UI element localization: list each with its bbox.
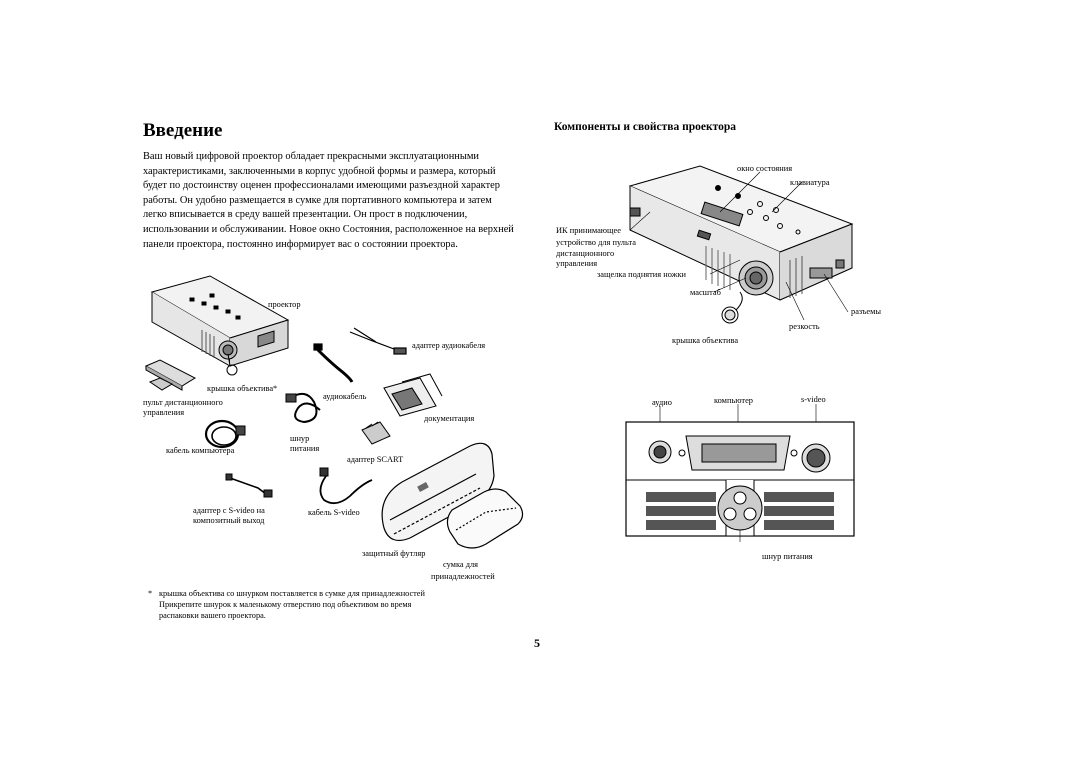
label-scart-adapter: адаптер SCART [347, 455, 404, 464]
package-contents-illustration [144, 275, 524, 549]
audio-jack [648, 440, 672, 464]
footnote-line-2: Прикрепите шнурок к маленькому отверстию… [159, 600, 412, 609]
svideo-connector [801, 443, 831, 473]
intro-paragraph: Ваш новый цифровой проектор обладает пре… [143, 151, 514, 250]
audio-adapter-drawing [313, 327, 407, 383]
label-power-cord-right: шнур питания [762, 552, 813, 561]
section-title-components: Компоненты и свойства проектора [554, 121, 736, 133]
accessory-bag-drawing [446, 488, 524, 549]
page-number: 5 [534, 636, 540, 650]
power-cord-drawing [285, 392, 321, 424]
label-audio-adapter: адаптер аудиокабеля [412, 341, 486, 350]
label-zoom: масштаб [690, 288, 721, 297]
label-computer-cable: кабель компьютера [166, 446, 235, 455]
vent-grille [646, 492, 834, 530]
projector-features-illustration [628, 165, 854, 324]
label-focus: резкость [789, 322, 820, 331]
footnote: * крышка объектива со шнурком поставляет… [148, 588, 528, 621]
label-keypad: клавиатура [790, 178, 830, 187]
hard-case-drawing [381, 442, 495, 541]
label-hard-case: защитный футляр [362, 549, 426, 558]
computer-cable-drawing [204, 419, 246, 449]
documentation-drawing [383, 373, 443, 417]
label-lens-cap: крышка объектива* [207, 384, 278, 393]
label-audio-cable: аудиокабель [323, 392, 367, 401]
label-accessory-bag-1: сумка для [443, 560, 479, 569]
section-title-introduction: Введение [143, 120, 223, 141]
label-svideo: s-video [801, 395, 826, 404]
remote-drawing [144, 359, 197, 391]
svideo-adapter-drawing [225, 473, 273, 498]
label-remote-1: пульт дистанционного [143, 398, 223, 407]
label-projector: проектор [268, 300, 301, 309]
dvi-connector [678, 435, 798, 471]
footnote-line-1: крышка объектива со шнурком поставляется… [159, 589, 425, 598]
label-svideo-cable: кабель S-video [308, 508, 360, 517]
label-ir-3: дистанционного [556, 249, 615, 258]
scart-adapter-drawing [361, 421, 391, 445]
label-power-cord-1: шнур [290, 434, 310, 443]
projector-drawing [150, 275, 290, 376]
label-lens-cap-right: крышка объектива [672, 336, 739, 345]
label-ir-4: управления [556, 259, 598, 268]
label-svideo-adapter-2: композитный выход [193, 516, 265, 525]
label-ir-2: устройство для пульта [556, 238, 636, 247]
label-connectors: разъемы [851, 307, 882, 316]
svideo-cable-drawing [319, 467, 373, 505]
connector-panel-illustration [625, 404, 855, 542]
label-power-cord-2: питания [290, 444, 320, 453]
footnote-star: * [148, 589, 153, 598]
label-computer: компьютер [714, 396, 753, 405]
label-audio: аудио [652, 398, 672, 407]
label-accessory-bag-2: принадлежностей [431, 572, 495, 581]
label-remote-2: управления [143, 408, 185, 417]
power-socket [717, 480, 763, 537]
label-svideo-adapter-1: адаптер с S-video на [193, 506, 265, 515]
label-documentation: документация [424, 414, 475, 423]
label-foot-latch: защелка поднятия ножки [597, 270, 687, 279]
label-status-window: окно состояния [737, 164, 793, 173]
label-ir-1: ИК принимающее [556, 226, 621, 235]
footnote-line-3: распаковки вашего проектора. [159, 611, 266, 620]
